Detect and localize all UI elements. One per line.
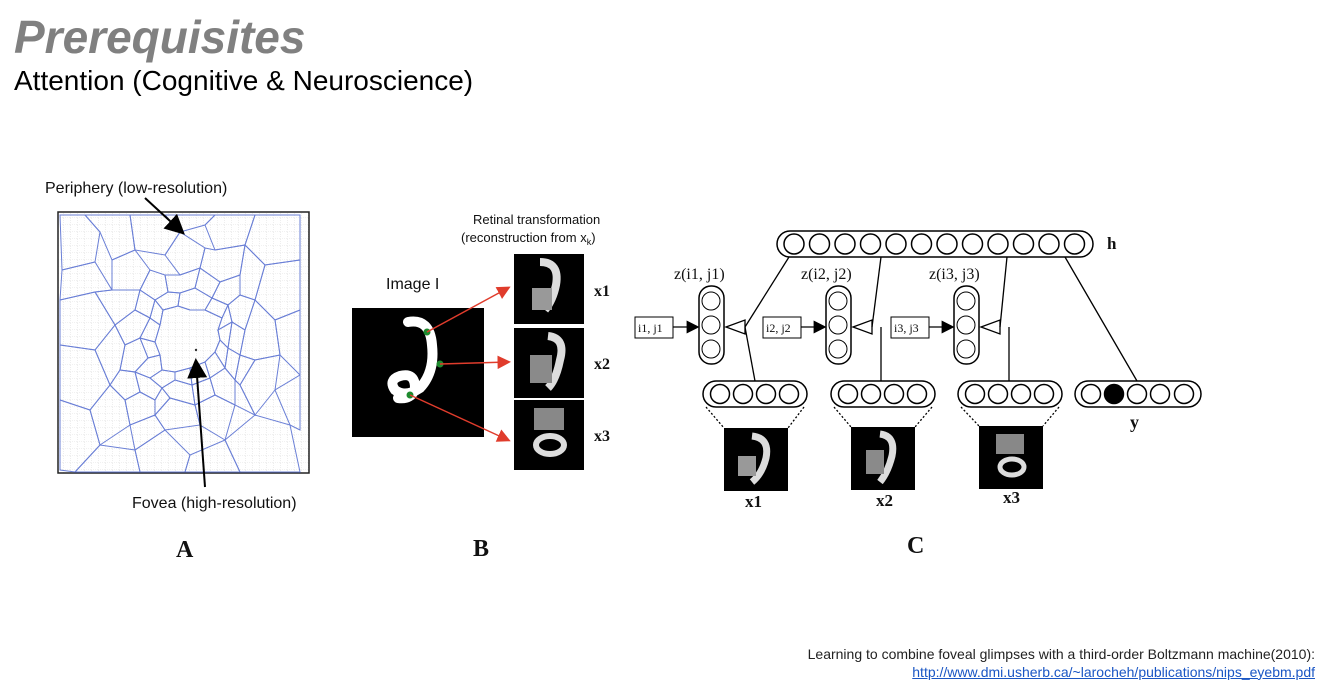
retinal-title-line1: Retinal transformation xyxy=(473,212,600,227)
fovea-label: Fovea (high-resolution) xyxy=(132,495,297,512)
hidden-unit xyxy=(910,233,933,255)
visible-layers xyxy=(702,380,1063,408)
periphery-label: Periphery (low-resolution) xyxy=(45,180,227,197)
glimpse-x1-label: x1 xyxy=(594,283,610,300)
panel-b-label: B xyxy=(473,536,489,562)
hidden-layer xyxy=(776,230,1094,258)
slide-subtitle: Attention (Cognitive & Neuroscience) xyxy=(14,65,474,96)
z-label-3: z(i3, j3) xyxy=(929,266,980,283)
z-columns xyxy=(698,285,980,365)
hidden-unit xyxy=(987,233,1009,255)
glimpse-x2-label: x2 xyxy=(594,356,610,373)
hidden-units xyxy=(783,233,1086,255)
z-label-2: z(i2, j2) xyxy=(801,266,852,283)
hidden-unit xyxy=(834,233,856,255)
input-label-2: i2, j2 xyxy=(766,321,791,335)
c-glimpse-x1-label: x1 xyxy=(745,492,762,511)
reference-link[interactable]: http://www.dmi.usherb.ca/~larocheh/publi… xyxy=(912,663,1315,680)
glimpse-reconstructions xyxy=(514,254,584,470)
panel-a-label: A xyxy=(176,537,194,563)
panel-b: Image I Retinal transformation (reconstr… xyxy=(352,212,610,562)
hidden-unit xyxy=(885,233,907,255)
panel-a: Periphery (low-resolution) Fovea (high-r… xyxy=(45,180,310,563)
output-layer xyxy=(1074,380,1202,408)
hidden-unit xyxy=(859,233,882,255)
retinal-title-line2: (reconstruction from xk) xyxy=(461,230,596,247)
hidden-unit xyxy=(1038,233,1060,255)
glimpse-images xyxy=(724,426,1043,491)
glimpse-x3-label: x3 xyxy=(594,428,610,445)
input-label-3: i3, j3 xyxy=(894,321,919,335)
slide-title: Prerequisites xyxy=(14,11,306,63)
image-label: Image I xyxy=(386,276,439,293)
factor-connections xyxy=(724,256,1138,382)
fovea-grid xyxy=(57,211,310,474)
reference-text: Learning to combine foveal glimpses with… xyxy=(807,646,1315,662)
hidden-unit xyxy=(808,233,831,255)
c-glimpse-x3-label: x3 xyxy=(1003,488,1020,507)
reference: Learning to combine foveal glimpses with… xyxy=(808,646,1315,681)
panel-c: h z(i1, j1) z(i2, j2) z(i3, j3) i1, j1 i… xyxy=(634,230,1202,559)
input-label-1: i1, j1 xyxy=(638,321,663,335)
hidden-unit xyxy=(1012,233,1035,255)
c-glimpse-x2-label: x2 xyxy=(876,491,893,510)
hidden-unit xyxy=(1063,233,1086,255)
hidden-label: h xyxy=(1107,234,1117,253)
hidden-unit xyxy=(961,233,984,255)
hidden-unit xyxy=(936,233,958,255)
z-label-1: z(i1, j1) xyxy=(674,266,725,283)
output-label: y xyxy=(1130,412,1139,432)
receptive-field-cells xyxy=(59,214,301,473)
digit-image xyxy=(352,308,484,437)
panel-c-label: C xyxy=(907,533,924,559)
hidden-unit xyxy=(783,233,805,255)
